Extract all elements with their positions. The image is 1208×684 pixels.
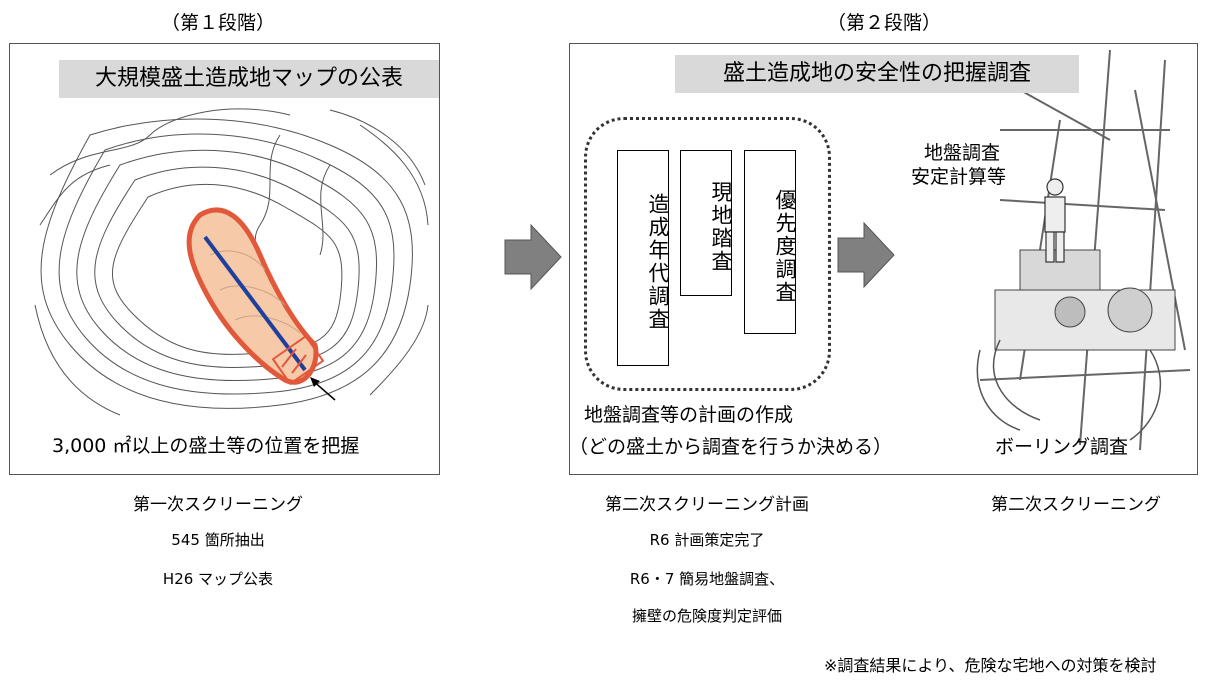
stage1-title: 大規模盛土造成地マップの公表 [59, 60, 439, 98]
stage2-heading: （第２段階） [826, 12, 941, 34]
survey-label-2: 安定計算等 [911, 166, 1007, 188]
investigation-group [584, 117, 831, 391]
right-arrow-icon [504, 223, 562, 291]
footnote: ※調査結果により、危険な宅地への対策を検討 [824, 656, 1157, 675]
col3-title: 第二次スクリーニング [991, 495, 1161, 515]
boring-rig-illustration [976, 49, 1191, 451]
survey-label-1: 地盤調査 [924, 142, 1001, 164]
plan-caption-1: 地盤調査等の計画の作成 [584, 404, 794, 426]
boring-label: ボーリング調査 [995, 436, 1129, 458]
col2-line3: 擁壁の危険度判定評価 [631, 607, 782, 625]
plan-caption-2: （どの盛土から調査を行うか決める） [569, 436, 893, 458]
col1-line2: H26 マップ公表 [162, 570, 274, 588]
box-construction-age-survey: 造成年代調査 [617, 150, 670, 366]
stage1-caption: 3,000 ㎡以上の盛土等の位置を把握 [52, 435, 360, 457]
col1-line1: 545 箇所抽出 [171, 531, 265, 549]
right-arrow-icon-2 [837, 221, 895, 289]
col2-title: 第二次スクリーニング計画 [605, 495, 809, 515]
col1-title: 第一次スクリーニング [133, 495, 303, 515]
contour-map-illustration [34, 108, 429, 416]
col2-line2: R6・7 簡易地盤調査、 [629, 570, 785, 588]
box-field-survey: 現地踏査 [680, 150, 733, 296]
stage1-heading: （第１段階） [160, 12, 275, 34]
box-priority-survey: 優先度調査 [744, 150, 797, 334]
stage2-title: 盛土造成地の安全性の把握調査 [675, 55, 1079, 93]
col2-line1: R6 計画策定完了 [649, 531, 765, 549]
